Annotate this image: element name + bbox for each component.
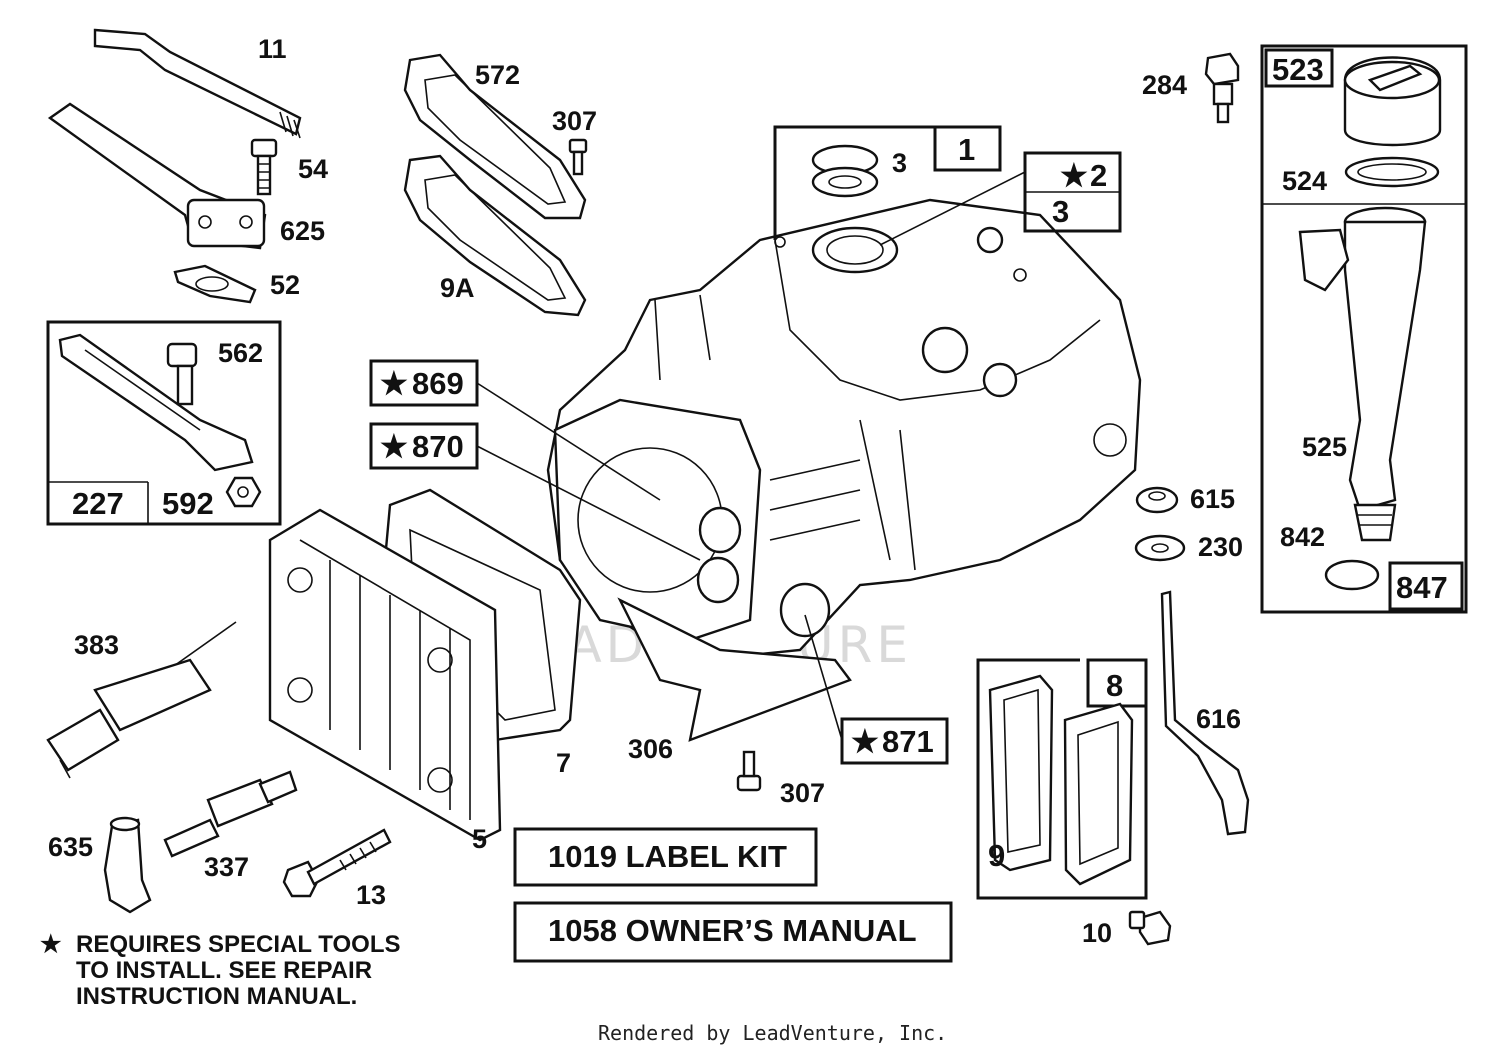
box-1-block	[773, 125, 1002, 240]
box-523	[1264, 48, 1334, 88]
part-562-bolt[interactable]	[166, 342, 198, 406]
part-284-screw[interactable]	[1204, 52, 1240, 124]
part-9-breather-gasket[interactable]	[988, 674, 1054, 872]
label-306: 306	[628, 734, 673, 764]
part-230-washer[interactable]	[1134, 534, 1186, 562]
part-383-tool[interactable]	[46, 621, 237, 779]
part-616-dipstick[interactable]	[1160, 590, 1250, 836]
part-54-bolt[interactable]	[250, 138, 278, 196]
part-523-cap[interactable]	[1343, 56, 1442, 147]
label-10: 10	[1082, 918, 1112, 948]
label-2: 2	[1090, 158, 1107, 193]
label-842: 842	[1280, 522, 1325, 552]
part-307-screw-top[interactable]	[568, 138, 588, 176]
part-572-gasket[interactable]	[403, 53, 587, 220]
label-3-box: 3	[1052, 194, 1069, 229]
label-562: 562	[218, 338, 263, 368]
part-625-bracket[interactable]	[47, 102, 267, 250]
label-572: 572	[475, 60, 520, 90]
label-227: 227	[72, 486, 124, 521]
part-524-oring[interactable]	[1344, 156, 1440, 188]
label-847: 847	[1396, 570, 1448, 605]
label-9A: 9A	[440, 273, 475, 303]
label-615: 615	[1190, 484, 1235, 514]
part-592-nut[interactable]	[225, 476, 262, 508]
label-625: 625	[280, 216, 325, 246]
box-871	[840, 717, 949, 765]
part-9A-gasket[interactable]	[403, 154, 587, 317]
box-847	[1388, 561, 1464, 611]
label-13: 13	[356, 880, 386, 910]
part-13-bolt[interactable]	[282, 828, 392, 898]
label-307-top: 307	[552, 106, 597, 136]
part-11-tube[interactable]	[93, 28, 302, 139]
label-11: 11	[258, 34, 287, 64]
label-524: 524	[1282, 166, 1327, 196]
part-8-breather-cover[interactable]	[1063, 702, 1134, 886]
star-icon: ★	[40, 931, 62, 958]
star-icon: ★	[851, 724, 879, 759]
label-870: 870	[412, 429, 464, 464]
star-icon: ★	[380, 429, 408, 464]
part-52-gasket[interactable]	[173, 264, 257, 304]
owners-manual-1058[interactable]: 1058 OWNER’S MANUAL	[548, 913, 917, 948]
box-label-kit	[513, 827, 818, 887]
star-icon: ★	[1060, 158, 1088, 193]
label-871: 871	[882, 724, 934, 759]
label-3-seal: 3	[892, 148, 907, 178]
part-635-spark-boot[interactable]	[103, 816, 152, 914]
part-5-cylinder-head[interactable]	[268, 508, 502, 842]
part-615-washer[interactable]	[1135, 486, 1179, 514]
note-line-1: REQUIRES SPECIAL TOOLS	[76, 931, 401, 958]
label-8: 8	[1106, 668, 1123, 703]
note-line-3: INSTRUCTION MANUAL.	[76, 983, 357, 1010]
label-616: 616	[1196, 704, 1241, 734]
label-kit-1019[interactable]: 1019 LABEL KIT	[548, 839, 787, 874]
credit-text: Rendered by LeadVenture, Inc.	[598, 1021, 947, 1045]
box-227-kit	[46, 320, 282, 526]
box-owners-manual	[513, 901, 953, 963]
label-7: 7	[556, 748, 571, 778]
star-icon: ★	[380, 366, 408, 401]
label-383: 383	[74, 630, 119, 660]
label-284: 284	[1142, 70, 1187, 100]
box-847-dipstick-kit	[1260, 44, 1468, 614]
label-523: 523	[1272, 52, 1324, 87]
part-337-spark-plug[interactable]	[163, 770, 298, 858]
label-9: 9	[988, 838, 1005, 873]
cylinder-block[interactable]	[546, 198, 1142, 742]
part-227-bracket[interactable]	[58, 333, 254, 472]
label-5: 5	[472, 824, 487, 854]
label-525: 525	[1302, 432, 1347, 462]
label-592: 592	[162, 486, 214, 521]
label-54: 54	[298, 154, 328, 184]
part-307-screw-bottom[interactable]	[736, 750, 762, 792]
part-842-oring[interactable]	[1324, 559, 1380, 591]
label-1: 1	[958, 132, 975, 167]
label-337: 337	[204, 852, 249, 882]
label-230: 230	[1198, 532, 1243, 562]
label-635: 635	[48, 832, 93, 862]
label-869: 869	[412, 366, 464, 401]
label-52: 52	[270, 270, 300, 300]
label-307-bottom: 307	[780, 778, 825, 808]
part-525-dipstick-tube[interactable]	[1298, 206, 1427, 542]
part-10-screw[interactable]	[1128, 910, 1172, 946]
note-line-2: TO INSTALL. SEE REPAIR	[76, 957, 372, 984]
part-3-seal-top[interactable]	[811, 144, 879, 198]
